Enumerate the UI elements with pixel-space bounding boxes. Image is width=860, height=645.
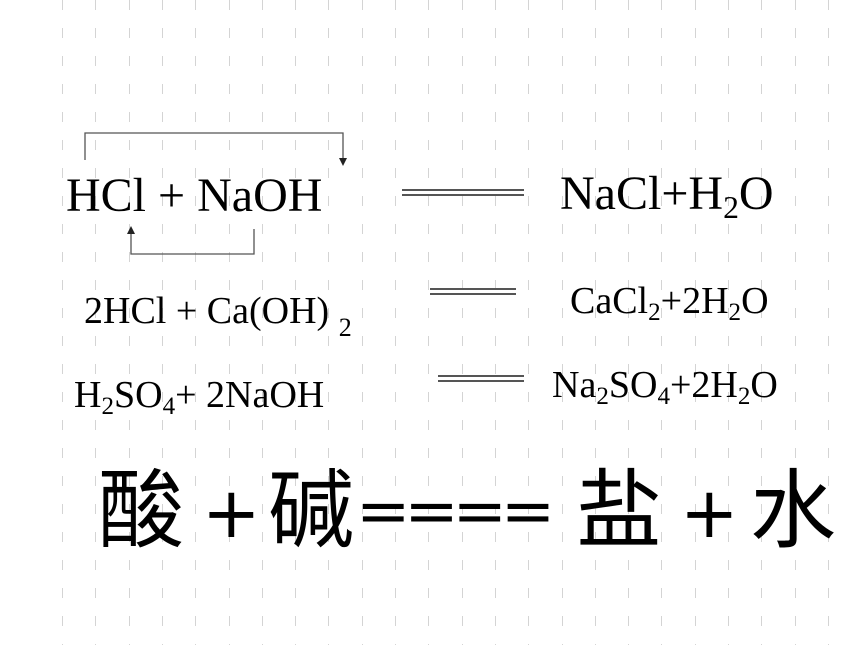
plus-sign: +: [158, 169, 186, 222]
subscript: 2: [338, 313, 352, 342]
reaction1-equals: [402, 189, 524, 196]
grid-line: [95, 0, 96, 645]
grid-line: [495, 0, 496, 645]
grid-line: [562, 0, 563, 645]
summary-plus-2: +: [680, 472, 739, 554]
product-text: O: [750, 364, 778, 406]
top-arrow-line: [84, 132, 344, 160]
grid-line: [229, 0, 230, 645]
grid-line: [695, 0, 696, 645]
grid-line: [328, 0, 329, 645]
subscript: 2: [723, 189, 739, 225]
subscript: 4: [657, 383, 670, 411]
grid-line: [628, 0, 629, 645]
grid-line: [595, 0, 596, 645]
subscript: 2: [596, 383, 609, 411]
summary-base: 碱: [268, 461, 354, 561]
grid-line: [129, 0, 130, 645]
subscript: 2: [101, 393, 114, 421]
summary-equals: ====: [356, 474, 555, 547]
grid-line: [728, 0, 729, 645]
reaction2-equals: [430, 288, 516, 295]
grid-line: [428, 0, 429, 645]
subscript: 2: [737, 383, 751, 411]
reaction1-reactants: HCl + NaOH: [66, 172, 322, 220]
subscript: 4: [162, 393, 176, 421]
summary-plus-1: +: [202, 472, 261, 554]
reaction3-equals: [438, 375, 524, 382]
summary-salt: 盐: [576, 461, 662, 561]
grid-line: [295, 0, 296, 645]
reactant-text: H: [74, 374, 102, 416]
reaction3-products: Na2SO4+2H2O: [552, 364, 778, 409]
grid-line: [528, 0, 529, 645]
summary-water: 水: [750, 461, 836, 561]
grid-line: [395, 0, 396, 645]
subscript: 2: [728, 299, 742, 327]
bottom-arrow-head: [127, 226, 135, 234]
grid-line: [661, 0, 662, 645]
grid-line: [828, 0, 829, 645]
reactant-text: 2HCl + Ca(OH): [84, 290, 330, 332]
reactant-hcl: HCl: [66, 169, 147, 222]
reactant-naoh: NaOH: [197, 169, 323, 222]
top-arrow-head: [339, 158, 347, 166]
summary-acid: 酸: [98, 461, 184, 561]
product-text: O: [741, 280, 769, 322]
reaction2-products: CaCl2+2H2O: [570, 280, 769, 325]
reaction2-reactants: 2HCl + Ca(OH) 2: [84, 290, 352, 341]
reaction1-products: NaCl+H2O: [560, 167, 774, 224]
reactant-text: + 2NaOH: [175, 374, 325, 416]
product-text: SO: [608, 364, 658, 406]
product-text: Na: [552, 364, 597, 406]
subscript: 2: [648, 299, 661, 327]
bottom-arrow-line: [130, 229, 255, 255]
reaction3-reactants: H2SO4+ 2NaOH: [74, 374, 325, 419]
product-text: +2H: [660, 280, 729, 322]
product-text: CaCl: [570, 280, 649, 322]
grid-line: [262, 0, 263, 645]
grid-line: [195, 0, 196, 645]
grid-line: [795, 0, 796, 645]
product-text: NaCl+H: [560, 167, 724, 220]
grid-line: [362, 0, 363, 645]
grid-line: [462, 0, 463, 645]
grid-line: [62, 0, 63, 645]
grid-line: [761, 0, 762, 645]
product-text: O: [738, 167, 774, 220]
grid-line: [162, 0, 163, 645]
product-text: +2H: [669, 364, 738, 406]
reactant-text: SO: [114, 374, 163, 416]
